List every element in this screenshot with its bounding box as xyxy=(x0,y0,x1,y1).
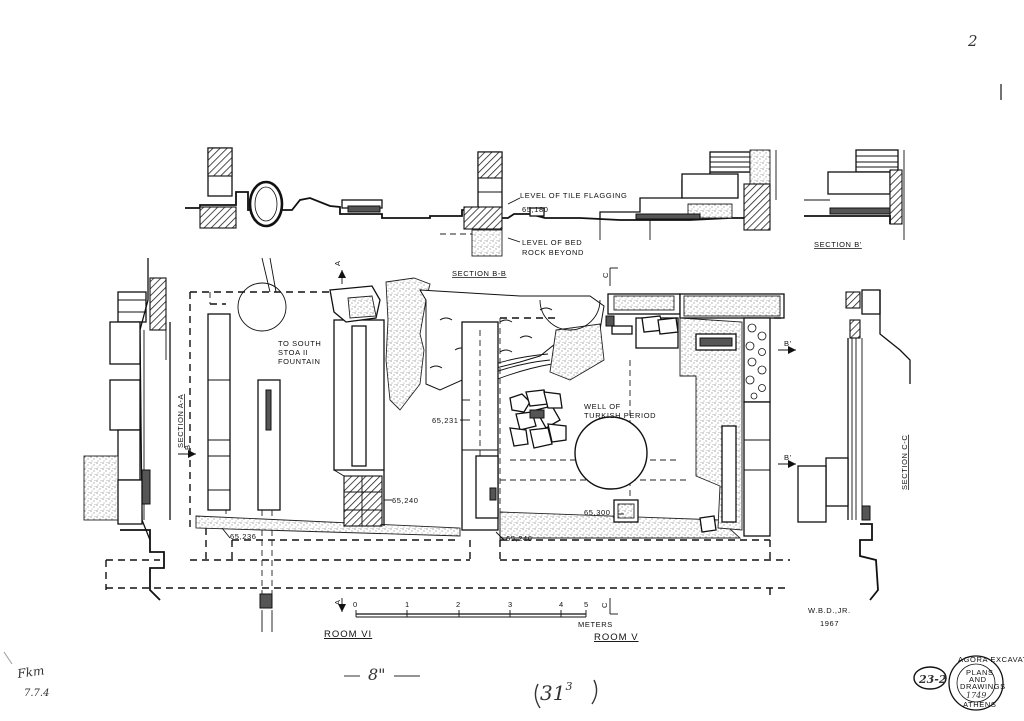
elev-65231: 65,231 xyxy=(432,416,459,425)
label-stoa: STOA II xyxy=(278,348,308,357)
stamp-drawings: DRAWINGS xyxy=(960,682,1006,691)
sheet-ref: 313 xyxy=(540,680,572,705)
pencil-note-2: 7.7.4 xyxy=(24,688,49,699)
title-section-aa: SECTION A-A xyxy=(176,394,185,448)
label-fountain: FOUNTAIN xyxy=(278,357,321,366)
title-section-cc: SECTION C-C xyxy=(900,435,909,490)
label-level-tile-flagging: LEVEL OF TILE FLAGGING xyxy=(520,191,627,200)
elev-65246: 65,246 xyxy=(506,534,533,543)
stone-cluster xyxy=(509,389,567,449)
catalog-oval xyxy=(913,666,947,690)
elev-65300: 65,300 xyxy=(584,508,611,517)
label-to-south: TO SOUTH xyxy=(278,339,321,348)
scale-tick-0: 0 xyxy=(353,600,358,609)
plan-drawing: 32 xyxy=(105,257,796,632)
scale-tick-5: 5 xyxy=(584,600,589,609)
marker-b-left: B xyxy=(183,444,192,450)
section-aa-drawing xyxy=(83,258,171,601)
label-elev-65180: 65,180 xyxy=(522,205,549,214)
stamp-and: AND xyxy=(969,675,987,684)
title-section-bb: SECTION B-B xyxy=(452,269,507,278)
stamp-number: 1749 xyxy=(966,691,986,700)
scale-tick-1: 1 xyxy=(405,600,410,609)
drawing-year: 1967 xyxy=(820,619,839,628)
label-turkish-period: TURKISH PERIOD xyxy=(584,411,656,420)
pencil-note-1: Fkm xyxy=(15,663,45,681)
scale-tick-3: 3 xyxy=(508,600,513,609)
label-room-vi: ROOM VI xyxy=(324,629,372,640)
turkish-well-circle xyxy=(574,416,648,490)
stamp-plans: PLANS xyxy=(966,668,994,677)
label-level-bed-2: ROCK BEYOND xyxy=(522,248,584,257)
drafter-initials: W.B.D.,JR. xyxy=(808,606,851,615)
corner-sheet-number: 2 xyxy=(967,32,978,50)
section-bb-drawing xyxy=(185,147,777,257)
pencil-notes: Fkm 7.7.4 8" 313 xyxy=(3,651,598,709)
scale-tick-2: 2 xyxy=(456,600,461,609)
fountain-circle xyxy=(237,282,287,332)
marker-c-top: C xyxy=(601,272,610,278)
agora-stamp: AGORA EXCAVATIONS PLANS AND DRAWINGS 174… xyxy=(948,655,1024,711)
rubble-stones xyxy=(745,323,767,400)
elev-65240: 65,240 xyxy=(392,496,419,505)
catalog-number: 23-2 xyxy=(918,673,947,686)
size-note: 8" xyxy=(368,665,386,684)
scale-tick-4: 4 xyxy=(559,600,564,609)
section-b-prime-drawing xyxy=(804,149,905,240)
marker-a-top: A xyxy=(333,260,342,266)
marker-b-prime-lower: B' xyxy=(784,453,792,462)
title-section-b-prime: SECTION B' xyxy=(814,240,862,249)
scale-bar xyxy=(355,610,587,618)
marker-b-prime-upper: B' xyxy=(784,339,792,348)
stamp-athens: ATHENS xyxy=(963,700,996,709)
label-level-bed-1: LEVEL OF BED xyxy=(522,238,582,247)
marker-a-bottom: A xyxy=(333,599,342,605)
label-room-v: ROOM V xyxy=(594,632,639,643)
elev-65236: 65,236 xyxy=(230,532,257,541)
section-cc-drawing xyxy=(797,289,911,601)
marker-c-bottom: C xyxy=(600,602,609,608)
scale-unit: METERS xyxy=(578,620,613,629)
stamp-ring-text: AGORA EXCAVATIONS xyxy=(958,655,1024,664)
label-well-of: WELL OF xyxy=(584,402,621,411)
